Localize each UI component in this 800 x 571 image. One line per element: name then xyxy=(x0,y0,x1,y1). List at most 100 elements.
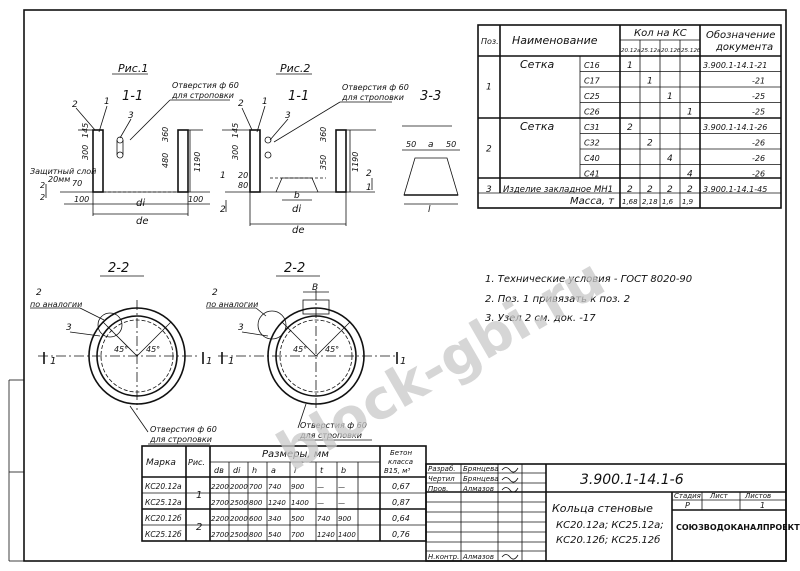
svg-text:2: 2 xyxy=(36,288,42,298)
svg-text:1: 1 xyxy=(206,356,212,367)
svg-text:1: 1 xyxy=(104,97,110,107)
svg-text:Листов: Листов xyxy=(744,492,771,500)
svg-text:КС20.12а; КС25.12а;: КС20.12а; КС25.12а; xyxy=(556,520,664,531)
svg-text:de: de xyxy=(136,216,149,227)
svg-text:2: 2 xyxy=(220,205,226,215)
spec-mark: С41 xyxy=(584,170,600,179)
size-value: 2700 xyxy=(211,499,229,507)
spec-pos: 1 xyxy=(486,83,492,93)
spec-name: Сетка xyxy=(520,120,555,133)
svg-text:Марка: Марка xyxy=(146,458,176,468)
svg-text:70: 70 xyxy=(72,179,82,188)
spec-doc: 3.900.1-14.1-45 xyxy=(703,185,767,194)
figure-2-section: Рис.2 1-1 2 1 3 Отверстия ф 60 для строп… xyxy=(220,62,409,236)
svg-text:350: 350 xyxy=(319,155,328,170)
svg-text:Разраб.: Разраб. xyxy=(428,465,456,473)
svg-text:360: 360 xyxy=(161,127,170,142)
spec-mark: С26 xyxy=(584,108,600,117)
note-2: 2. Поз. 1 привязать к поз. 2 xyxy=(485,294,630,305)
size-col-header: l xyxy=(294,466,297,475)
mass-value: 1,6 xyxy=(662,198,674,206)
svg-text:класса: класса xyxy=(388,458,413,466)
svg-text:di: di xyxy=(292,204,301,215)
size-value: 1240 xyxy=(317,531,335,539)
spec-mark: С17 xyxy=(584,77,601,86)
svg-text:1: 1 xyxy=(400,356,406,367)
spec-qty: 4 xyxy=(667,154,673,164)
svg-text:2: 2 xyxy=(72,100,78,110)
svg-text:B: B xyxy=(312,283,318,293)
fig2-section-label: 1-1 xyxy=(288,89,309,104)
svg-text:2-2: 2-2 xyxy=(108,261,129,276)
note-1: 1. Технические условия - ГОСТ 8020-90 xyxy=(485,274,692,285)
svg-text:50: 50 xyxy=(446,140,456,149)
svg-text:3: 3 xyxy=(285,111,291,121)
spec-mark: С31 xyxy=(584,123,600,132)
svg-text:480: 480 xyxy=(161,153,170,168)
spec-doc: -26 xyxy=(752,154,765,163)
svg-text:145: 145 xyxy=(81,123,90,138)
spec-mark: С32 xyxy=(584,139,600,148)
size-value: — xyxy=(338,483,345,491)
size-value: 800 xyxy=(249,531,263,539)
size-value: 900 xyxy=(291,483,305,491)
svg-text:50: 50 xyxy=(406,140,416,149)
svg-text:145: 145 xyxy=(231,123,240,138)
svg-text:Рис.: Рис. xyxy=(188,458,205,467)
svg-text:1: 1 xyxy=(50,356,56,367)
qty-col-header: 20.12б xyxy=(661,48,681,54)
size-col-header: dв xyxy=(214,466,224,475)
spec-doc: -26 xyxy=(752,139,765,148)
svg-text:1190: 1190 xyxy=(351,152,360,172)
plan-view-1: 2-2 45° 45° 2 по аналогии 3 1 1 Отверсти… xyxy=(30,261,217,445)
mass-value: 1,9 xyxy=(682,198,694,206)
svg-text:Кол на КС: Кол на КС xyxy=(634,28,687,39)
svg-text:80: 80 xyxy=(238,181,248,190)
mass-value: 1,68 xyxy=(622,198,638,206)
note-3: 3. Узел 2 см. док. -17 xyxy=(485,313,596,324)
notes: 1. Технические условия - ГОСТ 8020-90 2.… xyxy=(485,274,692,324)
svg-text:3: 3 xyxy=(128,111,134,121)
size-value: 600 xyxy=(249,515,263,523)
svg-text:для строповки: для строповки xyxy=(299,431,362,440)
svg-text:100: 100 xyxy=(74,195,89,204)
plan-view-2: 2-2 B 45° 45° 2 по аналогии 3 1 1 Отверс… xyxy=(206,261,406,441)
spec-doc: -21 xyxy=(752,77,765,86)
spec-mark: С16 xyxy=(584,61,600,70)
size-mark: КС25.12б xyxy=(145,530,182,539)
size-value: 700 xyxy=(291,531,305,539)
svg-text:1: 1 xyxy=(220,171,226,181)
svg-text:1: 1 xyxy=(196,490,202,501)
svg-text:Отверстия ф 60: Отверстия ф 60 xyxy=(300,421,367,430)
svg-text:20: 20 xyxy=(238,171,248,180)
figure-1-section: Рис.1 1-1 2 1 3 Отверстия ф 60 для строп… xyxy=(30,62,239,227)
size-value: — xyxy=(338,499,345,507)
svg-text:2: 2 xyxy=(366,169,372,179)
size-value: 740 xyxy=(317,515,331,523)
svg-text:2: 2 xyxy=(212,288,218,298)
spec-qty: 2 xyxy=(667,185,673,195)
svg-text:100: 100 xyxy=(188,195,203,204)
svg-text:360: 360 xyxy=(319,127,328,142)
svg-text:КС20.12б; КС25.12б: КС20.12б; КС25.12б xyxy=(556,534,660,546)
size-value: 2200 xyxy=(211,515,229,523)
spec-name: Изделие закладное МН1 xyxy=(503,185,613,195)
svg-text:для строповки: для строповки xyxy=(341,93,404,102)
drawing-code: 3.900.1-14.1-6 xyxy=(580,472,684,488)
spec-qty: 1 xyxy=(687,108,693,118)
size-value: 800 xyxy=(249,499,263,507)
size-col-header: t xyxy=(320,466,324,475)
size-mark: КС25.12а xyxy=(145,498,182,507)
svg-text:3: 3 xyxy=(238,323,244,333)
size-value: 2500 xyxy=(230,531,248,539)
svg-text:20мм: 20мм xyxy=(48,175,70,184)
svg-text:l: l xyxy=(428,205,431,215)
spec-qty: 2 xyxy=(627,123,633,133)
svg-text:1: 1 xyxy=(262,97,268,107)
svg-text:Обозначение: Обозначение xyxy=(706,29,775,41)
spec-qty: 2 xyxy=(647,139,653,149)
spec-pos: 2 xyxy=(486,145,492,155)
size-value: 1400 xyxy=(291,499,309,507)
svg-text:Р: Р xyxy=(685,501,690,510)
svg-text:1190: 1190 xyxy=(193,152,202,172)
